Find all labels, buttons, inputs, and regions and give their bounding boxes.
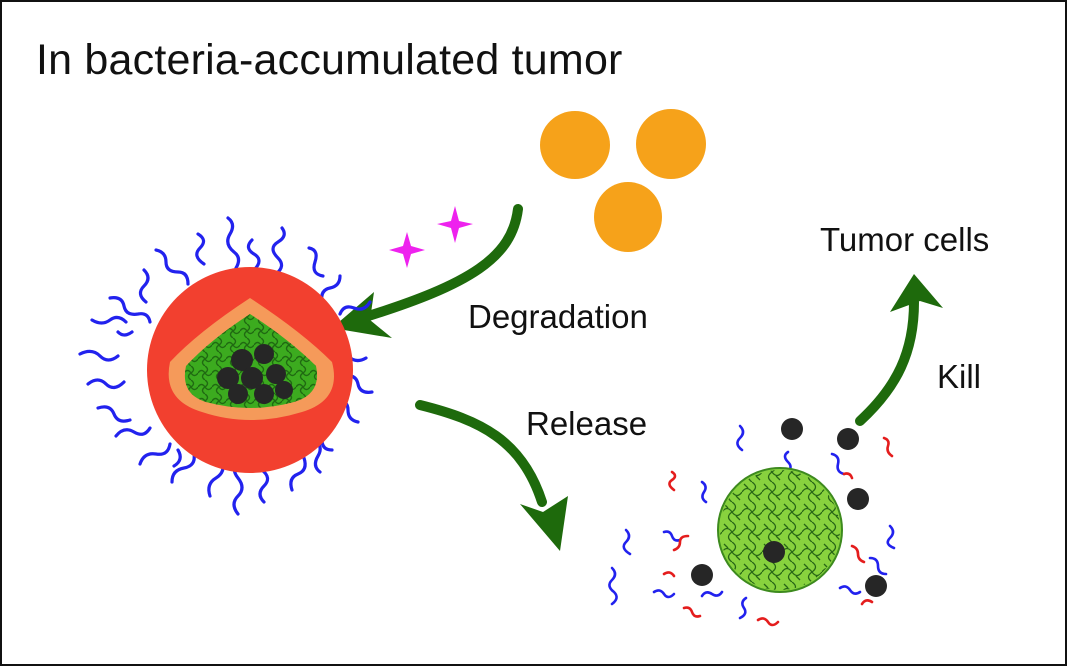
drug-particle [847,488,869,510]
label-release: Release [526,405,648,442]
drug-particle [865,575,887,597]
drug-particle [275,381,293,399]
label-tumor-cells: Tumor cells [820,221,990,258]
degradation-arrow [332,204,523,338]
drug-particle [228,384,248,404]
drug-particle [266,364,286,384]
drug-particle [763,541,785,563]
bacteria-group [540,109,706,252]
drug-particle [254,384,274,404]
sparkle-icon [389,232,425,268]
drug-particle [254,344,274,364]
drug-particle [241,367,263,389]
label-degradation: Degradation [468,298,648,335]
drug-particle [837,428,859,450]
bacterium [636,109,706,179]
release-arrow [415,400,568,551]
label-kill: Kill [937,358,982,395]
drug-particles [217,344,293,404]
kill-arrow [855,274,943,426]
nanoparticle [78,216,374,516]
sparkle-icon [437,206,473,243]
bacterium [540,111,610,179]
drug-particle [217,367,239,389]
drug-particle [231,349,253,371]
diagram-title: In bacteria-accumulated tumor [36,36,623,84]
sparkle-group [389,206,473,268]
released-drug-particles [691,418,887,597]
bacterium [594,182,662,252]
drug-particle [781,418,803,440]
drug-particle [691,564,713,586]
released-core [717,467,843,593]
